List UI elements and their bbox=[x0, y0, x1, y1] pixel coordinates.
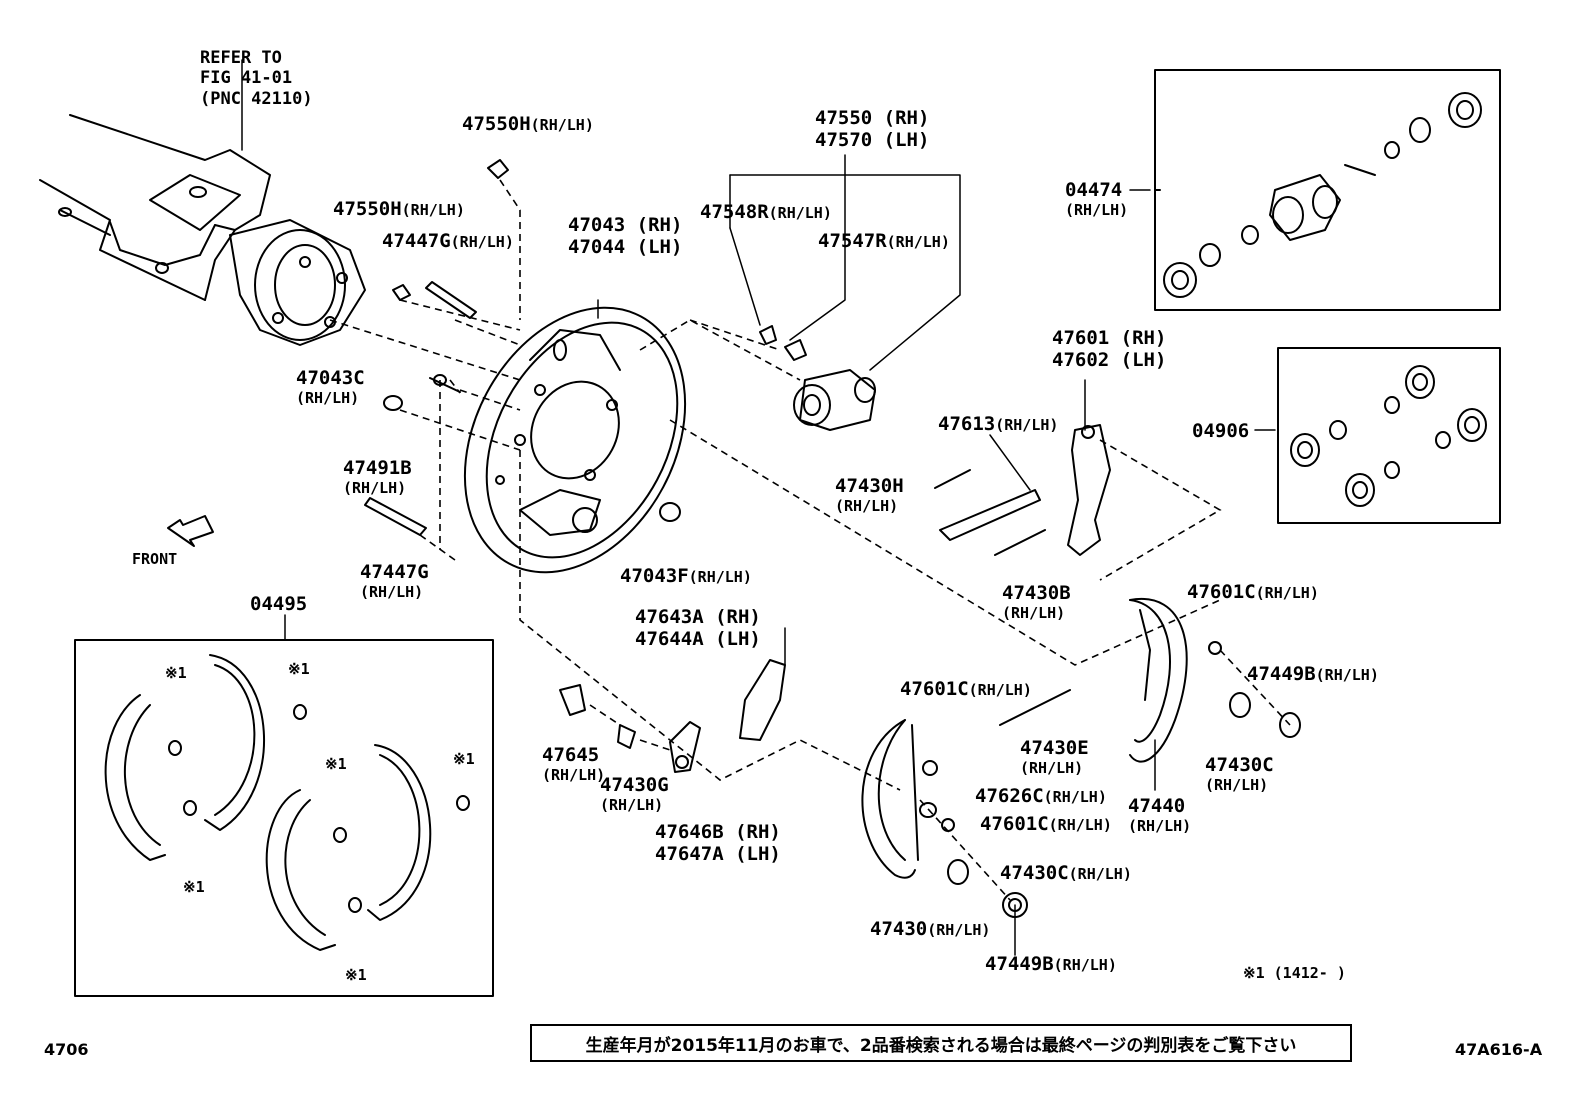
figure-code: 47A616-A bbox=[1455, 1040, 1543, 1059]
label-47430H[interactable]: 47430H(RH/LH) bbox=[835, 475, 904, 515]
label-47626C[interactable]: 47626C(RH/LH) bbox=[975, 785, 1107, 807]
dashed-assembly-lines bbox=[329, 179, 1291, 901]
label-47449B-right[interactable]: 47449B(RH/LH) bbox=[1247, 663, 1379, 685]
label-04906[interactable]: 04906 bbox=[1192, 420, 1250, 442]
mark-1f: ※1 bbox=[345, 966, 367, 984]
label-47601[interactable]: 47601 (RH)47602 (LH) bbox=[1052, 327, 1167, 371]
axle-housing bbox=[39, 59, 366, 346]
mark-1e: ※1 bbox=[453, 750, 475, 768]
label-47043F[interactable]: 47043F(RH/LH) bbox=[620, 565, 752, 587]
kit-box-04495 bbox=[74, 614, 494, 997]
label-47547R[interactable]: 47547R(RH/LH) bbox=[818, 230, 950, 252]
brake-shoe-47430 bbox=[861, 689, 1071, 956]
mark-1c: ※1 bbox=[183, 878, 205, 896]
label-47447G-bottom[interactable]: 47447G(RH/LH) bbox=[360, 561, 429, 601]
label-47043C[interactable]: 47043C(RH/LH) bbox=[296, 367, 365, 407]
label-47601C-mid[interactable]: 47601C(RH/LH) bbox=[900, 678, 1032, 700]
label-47043[interactable]: 47043 (RH)47044 (LH) bbox=[568, 214, 683, 258]
label-47430B[interactable]: 47430B(RH/LH) bbox=[1002, 582, 1071, 622]
bleeder-bolts bbox=[364, 159, 681, 536]
label-47613[interactable]: 47613(RH/LH) bbox=[938, 413, 1059, 435]
page-code: 4706 bbox=[44, 1040, 89, 1059]
label-47491B[interactable]: 47491B(RH/LH) bbox=[343, 457, 412, 497]
label-47550[interactable]: 47550 (RH)47570 (LH) bbox=[815, 107, 930, 151]
wheel-cylinder bbox=[729, 154, 961, 431]
label-47449B-low[interactable]: 47449B(RH/LH) bbox=[985, 953, 1117, 975]
refer-note: REFER TO FIG 41-01 (PNC 42110) bbox=[200, 48, 313, 109]
label-47643A[interactable]: 47643A (RH)47644A (LH) bbox=[635, 606, 761, 650]
kit-box-04906 bbox=[1254, 347, 1501, 524]
label-47430C-right[interactable]: 47430C(RH/LH) bbox=[1205, 754, 1274, 794]
label-04474[interactable]: 04474(RH/LH) bbox=[1065, 179, 1129, 219]
front-arrow-icon bbox=[167, 515, 214, 547]
label-47550H-left[interactable]: 47550H(RH/LH) bbox=[333, 198, 465, 220]
front-label: FRONT bbox=[132, 550, 178, 568]
label-47440[interactable]: 47440(RH/LH) bbox=[1128, 795, 1192, 835]
refer-line-2: FIG 41-01 bbox=[200, 68, 293, 89]
kit-box-04474 bbox=[1129, 69, 1501, 311]
label-47430E[interactable]: 47430E(RH/LH) bbox=[1020, 737, 1089, 777]
label-47447G-top[interactable]: 47447G(RH/LH) bbox=[382, 230, 514, 252]
footnote: ※1 (1412- ) bbox=[1243, 964, 1346, 982]
parking-lever-parts bbox=[559, 627, 786, 773]
label-47430[interactable]: 47430(RH/LH) bbox=[870, 918, 991, 940]
production-date-note: 生産年月が2015年11月のお車で、2品番検索される場合は最終ページの判別表をご… bbox=[530, 1024, 1352, 1062]
label-47601C-right[interactable]: 47601C(RH/LH) bbox=[1187, 581, 1319, 603]
backing-plate bbox=[463, 299, 687, 574]
refer-line-1: REFER TO bbox=[200, 48, 282, 68]
mark-1b: ※1 bbox=[288, 660, 310, 678]
mark-1d: ※1 bbox=[325, 755, 347, 773]
label-47601C-low[interactable]: 47601C(RH/LH) bbox=[980, 813, 1112, 835]
mark-1a: ※1 bbox=[165, 664, 187, 682]
label-47430G[interactable]: 47430G(RH/LH) bbox=[600, 774, 669, 814]
brake-shoe-47440 bbox=[1129, 597, 1301, 791]
label-04495[interactable]: 04495 bbox=[250, 593, 308, 615]
adjuster-parts bbox=[934, 379, 1111, 556]
label-47645[interactable]: 47645(RH/LH) bbox=[542, 744, 606, 784]
label-47430C-low[interactable]: 47430C(RH/LH) bbox=[1000, 862, 1132, 884]
label-47548R[interactable]: 47548R(RH/LH) bbox=[700, 201, 832, 223]
label-47550H-top[interactable]: 47550H(RH/LH) bbox=[462, 113, 594, 135]
label-47646B[interactable]: 47646B (RH)47647A (LH) bbox=[655, 821, 781, 865]
refer-line-3: (PNC 42110) bbox=[200, 88, 313, 109]
